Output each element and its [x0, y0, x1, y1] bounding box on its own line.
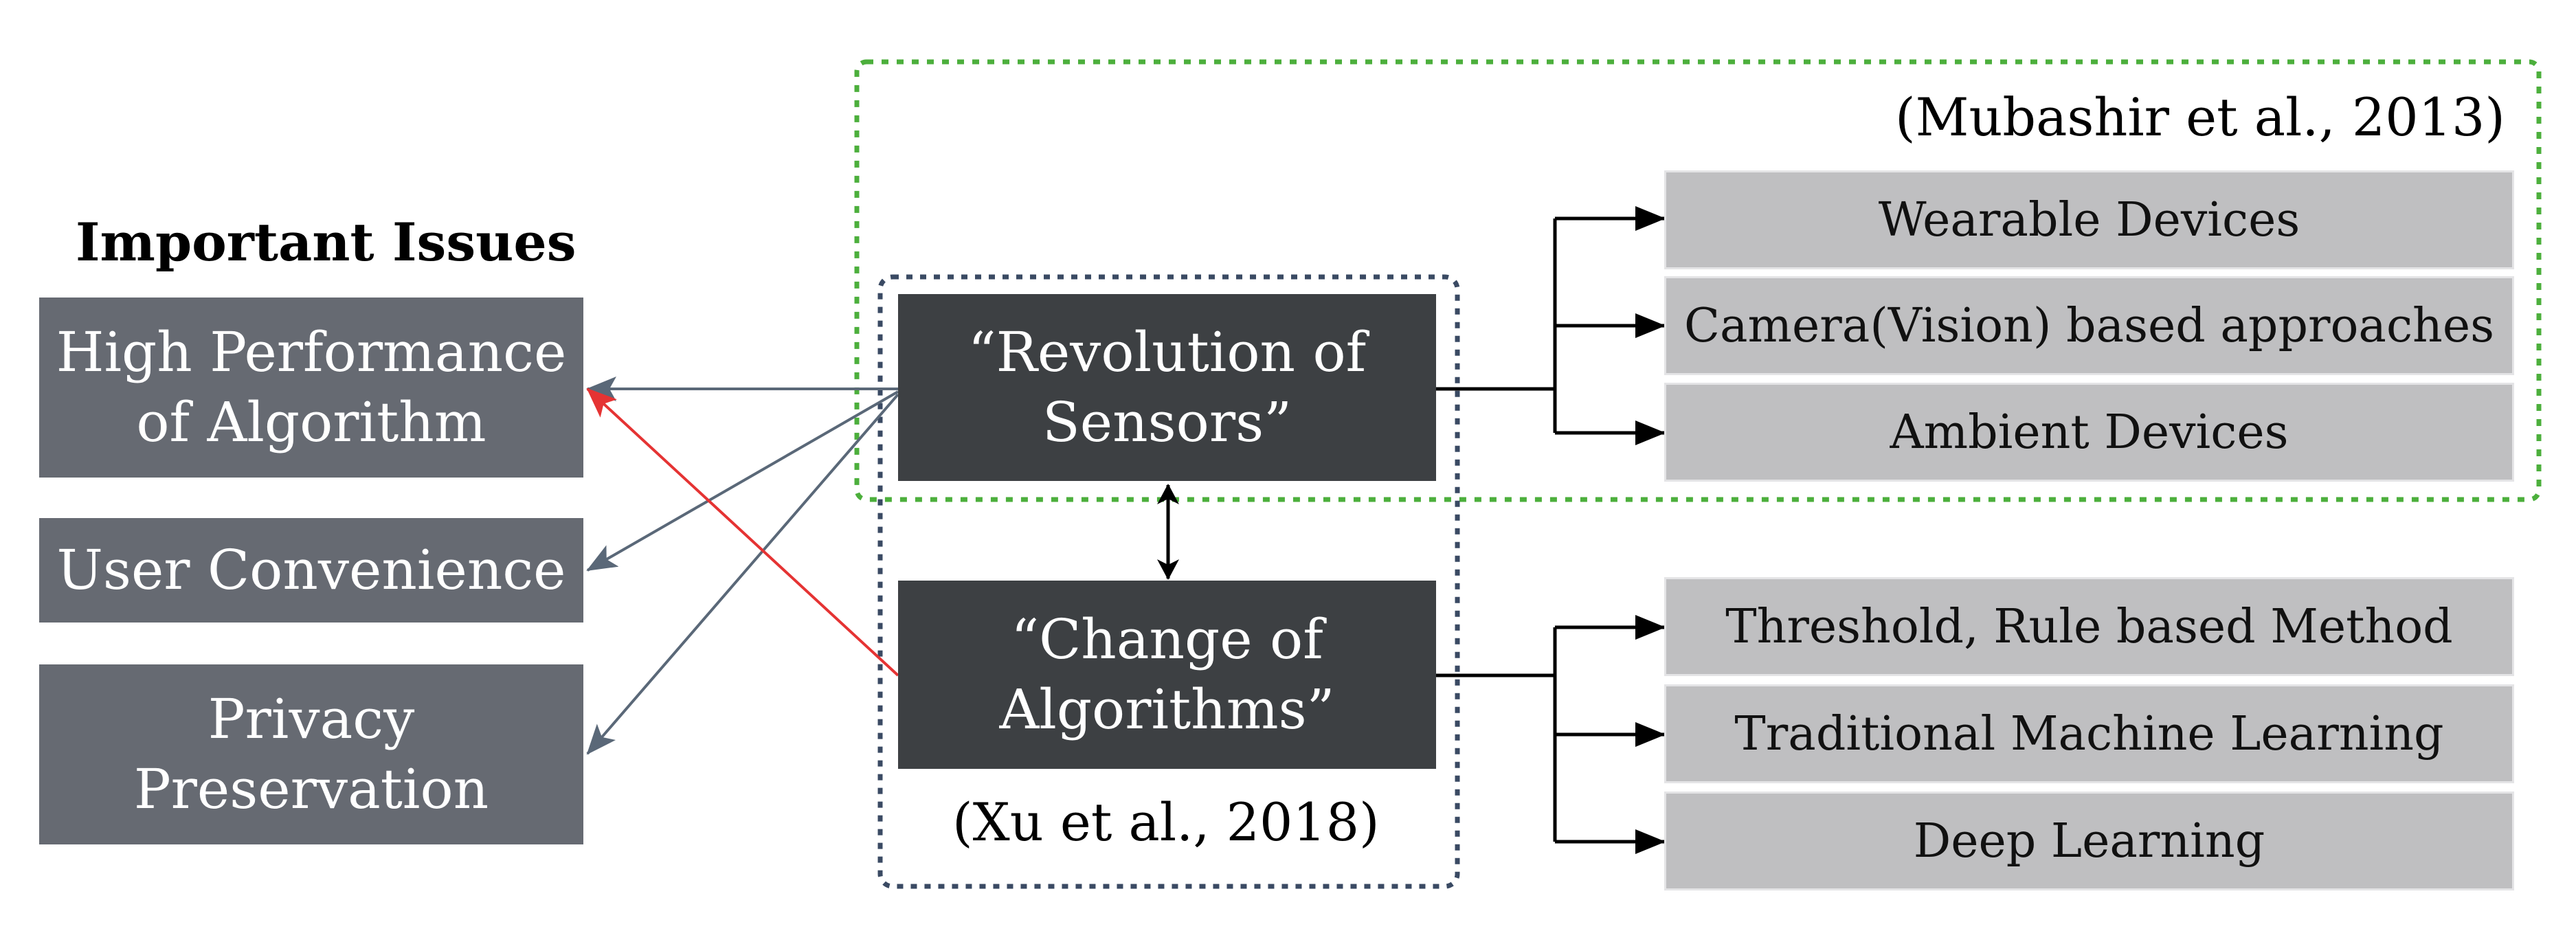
item-camera-vision-approaches: Camera(Vision) based approaches — [1664, 276, 2514, 375]
algorithms-citation: (Xu et al., 2018) — [952, 792, 1380, 853]
sensors-branch-connector — [1436, 206, 1666, 445]
item-traditional-ml: Traditional Machine Learning — [1664, 684, 2514, 783]
item-deep-learning: Deep Learning — [1664, 792, 2514, 890]
arrow-algorithms-to-performance — [586, 388, 899, 677]
issues-title: Important Issues — [76, 212, 576, 273]
sensors-citation: (Mubashir et al., 2013) — [1895, 87, 2505, 148]
issue-user-convenience: User Convenience — [39, 518, 583, 623]
issue-privacy-preservation: Privacy Preservation — [39, 664, 583, 844]
sensor-group-frame — [854, 59, 2542, 502]
revolution-of-sensors-box: “Revolution of Sensors” — [898, 294, 1436, 481]
arrow-sensors-to-privacy — [586, 393, 899, 755]
issue-high-performance: High Performance of Algorithm — [39, 298, 583, 478]
algorithm-group-frame — [877, 274, 1460, 889]
item-ambient-devices: Ambient Devices — [1664, 383, 2514, 482]
item-threshold-rule-method: Threshold, Rule based Method — [1664, 577, 2514, 676]
item-wearable-devices: Wearable Devices — [1664, 170, 2514, 269]
arrow-sensors-to-convenience — [586, 390, 899, 572]
algorithms-branch-connector — [1436, 615, 1666, 854]
change-of-algorithms-box: “Change of Algorithms” — [898, 581, 1436, 769]
